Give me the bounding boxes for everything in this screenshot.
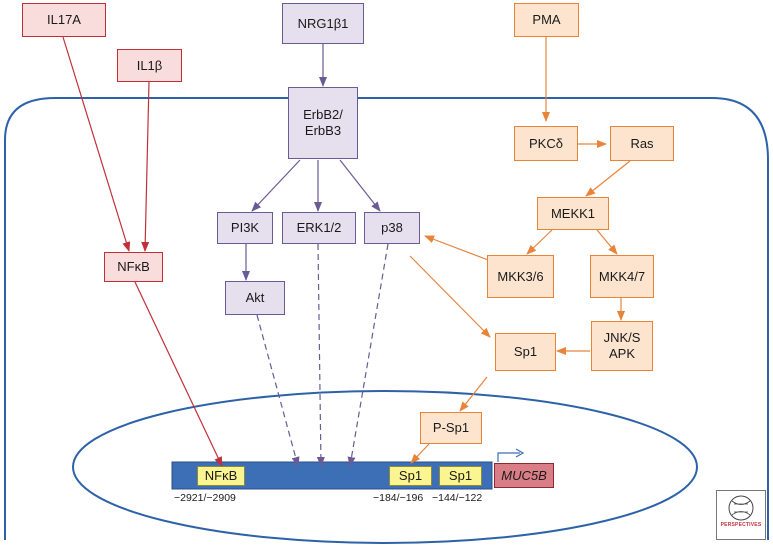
- gene-muc5b: MUC5B: [494, 463, 554, 488]
- arrow-mekk1-mkk47: [596, 229, 618, 255]
- jnk-line-1: JNK/S: [603, 330, 641, 345]
- node-pkcd: PKCδ: [514, 126, 578, 161]
- node-erk12: ERK1/2: [282, 212, 356, 244]
- logo-mark-icon: [728, 495, 754, 521]
- arrow-akt-promoter: [256, 314, 300, 467]
- node-mekk1: MEKK1: [537, 197, 609, 230]
- erbb-line-2: ErbB3: [304, 123, 342, 138]
- node-p38: p38: [364, 212, 420, 244]
- csh-perspectives-logo: PERSPECTIVES: [716, 490, 766, 540]
- arrow-ras-mekk1: [585, 160, 631, 197]
- transcription-start-arrow: [497, 452, 520, 462]
- node-mkk36: MKK3/6: [487, 255, 554, 298]
- node-p-sp1: P-Sp1: [420, 412, 482, 444]
- node-erbb2-erbb3: ErbB2/ ErbB3: [288, 87, 358, 159]
- arrow-psp1-sp1site: [410, 443, 430, 464]
- arrow-il17a-nfkb: [62, 36, 131, 252]
- promoter-site-sp1-a: Sp1: [389, 466, 432, 486]
- arrow-il1b-nfkb: [141, 81, 150, 252]
- coord-sp1-site-b: −144/−122: [432, 492, 483, 504]
- erbb-line-1: ErbB2/: [303, 107, 343, 122]
- node-akt: Akt: [225, 281, 285, 315]
- coord-sp1-site-a: −184/−196: [373, 492, 424, 504]
- arrow-p38-promoter: [347, 243, 389, 467]
- arrow-mkk36-p38: [424, 235, 497, 264]
- node-mkk47: MKK4/7: [590, 255, 654, 298]
- arrow-nfkb-promoter: [134, 281, 223, 467]
- node-ras: Ras: [610, 126, 674, 161]
- promoter-site-sp1-b: Sp1: [439, 466, 482, 486]
- node-nrg1b1: NRG1β1: [282, 3, 364, 44]
- arrow-erk-promoter: [316, 243, 325, 467]
- nucleus: [72, 390, 698, 544]
- arrow-sp1-psp1: [459, 376, 488, 412]
- promoter-site-nfkb: NFκB: [197, 466, 245, 486]
- node-pma: PMA: [514, 3, 579, 37]
- node-pi3k: PI3K: [217, 212, 273, 244]
- jnk-line-2: APK: [608, 346, 635, 361]
- arrow-p38-sp1: [409, 255, 491, 338]
- node-nfkb: NFκB: [104, 252, 163, 282]
- coord-nfkb-site: −2921/−2909: [174, 492, 236, 504]
- arrow-erbb-pi3k: [251, 159, 301, 212]
- node-jnk-sapk: JNK/S APK: [591, 321, 653, 371]
- arrow-erbb-p38: [339, 159, 381, 212]
- cell-membrane: [4, 97, 769, 540]
- logo-text: PERSPECTIVES: [720, 522, 762, 528]
- node-il1b: IL1β: [117, 49, 182, 82]
- node-il17a: IL17A: [22, 3, 106, 37]
- arrow-mekk1-mkk36: [526, 229, 553, 255]
- node-sp1: Sp1: [495, 333, 556, 371]
